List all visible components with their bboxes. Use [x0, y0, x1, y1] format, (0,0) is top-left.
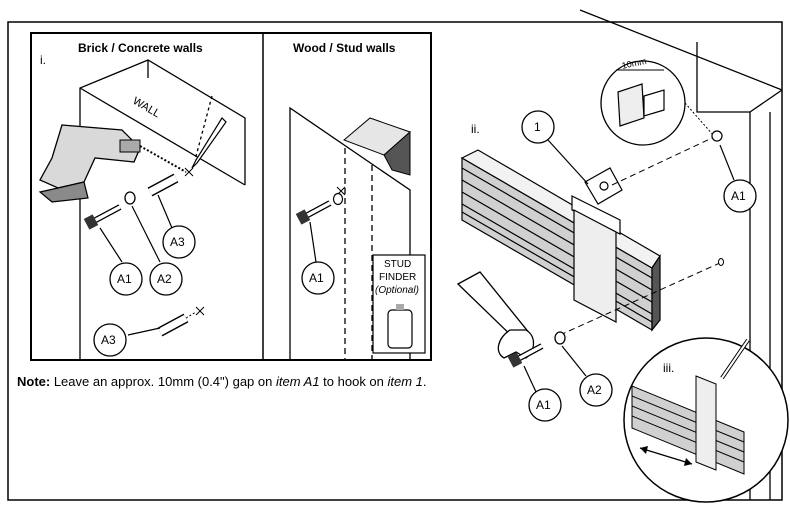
outer-frame — [7, 21, 783, 501]
gap-detail-circle — [600, 60, 715, 146]
callout-a1-hook: A1 — [731, 189, 746, 203]
wood-heading: Wood / Stud walls — [293, 41, 396, 55]
callout-a1-rail: A1 — [536, 398, 551, 412]
note-label: Note: — [17, 374, 51, 389]
panel-iii-circle — [623, 337, 789, 503]
note-item-1: item 1 — [387, 374, 423, 389]
stud-finder-box — [372, 254, 426, 354]
callout-leader-wood — [309, 221, 317, 263]
pencil-illustration — [191, 117, 227, 169]
note-text-2: to hook on — [319, 374, 388, 389]
callout-a3-brick: A3 — [170, 235, 185, 249]
callout-a1-wood: A1 — [309, 271, 324, 285]
callout-circles-rail — [521, 110, 757, 422]
drill-illustration — [38, 124, 187, 203]
callout-a2-brick: A2 — [157, 272, 172, 286]
callout-a2-rail: A2 — [587, 383, 602, 397]
step-ii-label: ii. — [471, 122, 480, 136]
alignment-lines — [559, 137, 723, 336]
washer-a2-brick — [124, 191, 136, 205]
brick-wall-drawing — [79, 59, 246, 360]
wrench-illustration — [456, 271, 535, 359]
stud-finder-line2: FINDER — [379, 272, 417, 283]
anchor-a3-brick — [147, 173, 179, 197]
bolt-a1-rail — [507, 343, 544, 368]
anchor-a3-loose — [157, 311, 197, 337]
note-text-3: . — [422, 374, 427, 389]
callout-leaders-rail — [523, 139, 735, 393]
bolt-a1-brick — [83, 204, 122, 230]
hole-marker — [718, 258, 724, 266]
callout-circles-brick — [93, 225, 196, 357]
callout-a3-loose: A3 — [101, 333, 116, 347]
brick-heading: Brick / Concrete walls — [78, 41, 203, 55]
washer-a2-rail — [554, 331, 566, 345]
note-line: Note: Leave an approx. 10mm (0.4") gap o… — [17, 375, 427, 388]
step-iii-label: iii. — [663, 361, 675, 375]
drill-mark-x — [184, 167, 346, 316]
panel-i-box — [30, 32, 432, 361]
callout-leaders-brick — [99, 194, 173, 336]
hooked-bolt-a1 — [711, 130, 723, 142]
step-i-label: i. — [40, 53, 46, 67]
bolt-a1-wood — [295, 192, 344, 225]
stud-finder-line1: STUD — [384, 259, 412, 270]
callout-item1: 1 — [534, 120, 541, 134]
stud-finder-line3: (Optional) — [375, 285, 419, 296]
wood-stud-top — [343, 117, 411, 176]
note-item-a1: item A1 — [275, 374, 320, 389]
mounting-bracket — [571, 167, 623, 323]
callout-circle-wood — [301, 261, 335, 295]
callout-a1-brick: A1 — [117, 272, 132, 286]
note-text-1: Leave an approx. 10mm (0.4") gap on — [50, 374, 276, 389]
